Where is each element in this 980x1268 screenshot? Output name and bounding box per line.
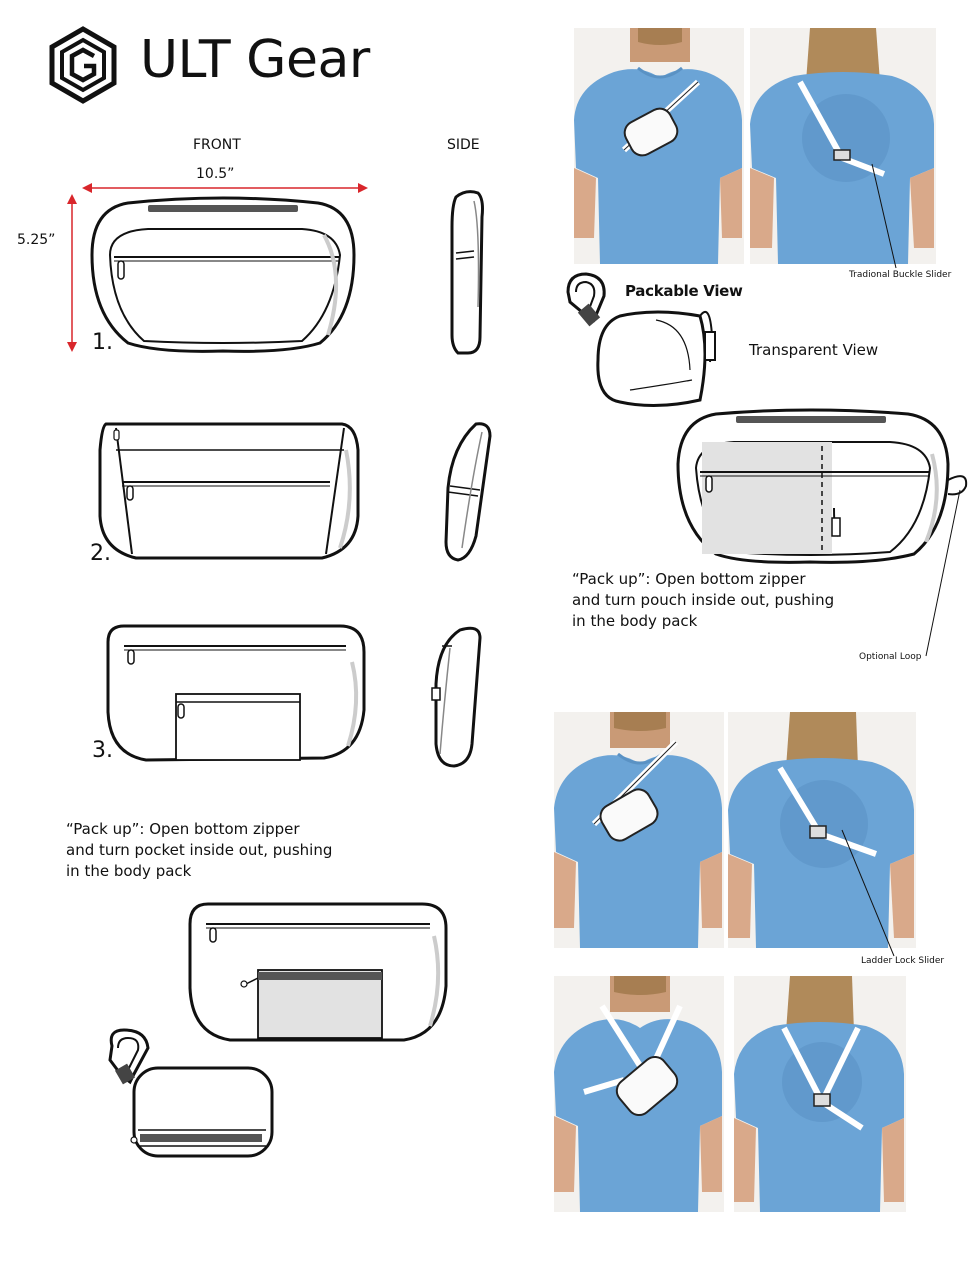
front-view-label: FRONT — [193, 137, 241, 153]
front-view-3-drawing — [106, 624, 366, 762]
photo-front-ladder — [554, 712, 724, 948]
height-arrow — [67, 194, 77, 352]
ladder-slider-label: Ladder Lock Slider — [861, 956, 945, 966]
buckle-slider-leader-line — [871, 163, 897, 269]
packable-view-label: Packable View — [625, 282, 743, 300]
step-number-2: 2. — [90, 541, 111, 566]
packable-pouch-drawing — [566, 272, 716, 408]
brand-name: ULT Gear — [140, 30, 370, 90]
model-back-crossbody-illustration — [734, 976, 904, 1212]
side-view-2-drawing — [444, 422, 492, 562]
model-back-buckle-illustration — [750, 28, 934, 264]
transparent-view-label: Transparent View — [749, 341, 879, 359]
photo-back-ladder — [728, 712, 916, 948]
pack-up-note-right: “Pack up”: Open bottom zipper and turn p… — [572, 570, 835, 630]
model-front-ladder-illustration — [554, 712, 722, 948]
photo-front-crossbody — [554, 976, 724, 1212]
optional-loop-leader-line — [925, 489, 961, 657]
model-back-ladder-illustration — [728, 712, 914, 948]
brand-logo-icon — [49, 26, 117, 104]
height-dimension: 5.25” — [17, 232, 56, 248]
photo-front-buckle — [574, 28, 744, 264]
pack-up-note-left: “Pack up”: Open bottom zipper and turn p… — [66, 820, 333, 880]
model-front-crossbody-illustration — [554, 976, 722, 1212]
side-view-3-drawing — [431, 626, 482, 768]
side-view-label: SIDE — [447, 137, 480, 153]
width-arrow — [82, 183, 368, 193]
photo-back-buckle — [750, 28, 936, 264]
step-number-3: 3. — [92, 738, 113, 763]
model-front-buckle-illustration — [574, 28, 742, 264]
step-number-1: 1. — [92, 330, 113, 355]
packed-pouch-drawing — [108, 1028, 274, 1158]
front-view-1-drawing — [90, 196, 356, 353]
photo-back-crossbody — [734, 976, 906, 1212]
front-view-2-drawing — [98, 422, 360, 560]
pack-up-bag-drawing — [188, 902, 448, 1042]
side-view-1-drawing — [450, 190, 484, 355]
ladder-slider-leader-line — [841, 829, 895, 957]
width-dimension: 10.5” — [196, 166, 235, 182]
transparent-view-drawing — [676, 408, 968, 564]
optional-loop-label: Optional Loop — [859, 652, 922, 662]
buckle-slider-label: Tradional Buckle Slider — [849, 270, 952, 280]
